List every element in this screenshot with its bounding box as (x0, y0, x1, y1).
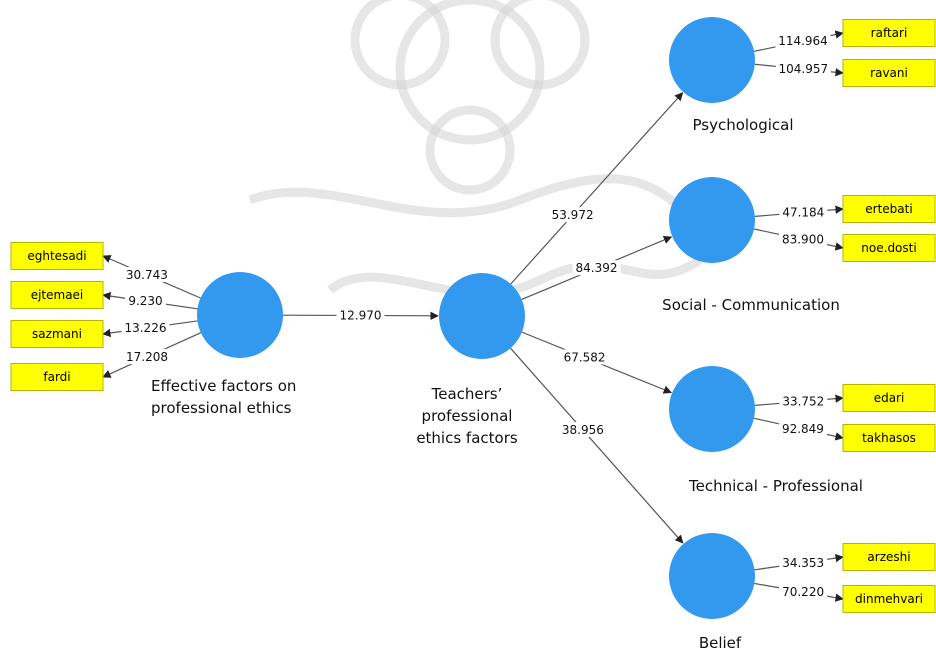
loading-eghtesadi-bg (122, 266, 171, 282)
indicator-noe-dosti-box (842, 234, 936, 262)
path-coefficient-effective-to-teachers-bg (336, 307, 385, 323)
loading-takhasos: 92.849 (782, 422, 824, 436)
loading-dinmehvari-bg (779, 583, 828, 599)
watermark-logo (248, 0, 704, 298)
indicator-layer: eghtesadi ejtemaei sazmani fardi raftari rava… (10, 19, 936, 613)
loading-arzeshi-bg (779, 554, 828, 570)
indicator-arzeshi-box (842, 543, 936, 571)
path-coefficient-teachers-to-belief-bg (558, 422, 607, 438)
indicator-ravani-label: ravani (870, 66, 908, 80)
indicator-ravani-box (842, 59, 936, 87)
path-arrow-teachers-to-psych (510, 92, 684, 285)
construct-belief-circle (669, 533, 755, 619)
construct-effective-circle (197, 272, 283, 358)
construct-teachers-label: ethics factors (416, 429, 518, 447)
loading-sazmani-bg (121, 320, 170, 336)
indicator-fardi-label: fardi (43, 370, 70, 384)
path-coefficient-effective-to-teachers: 12.970 (340, 308, 382, 322)
loading-ejtemaei-bg (125, 293, 167, 309)
indicator-takhasos-box (842, 424, 936, 452)
indicator-eghtesadi-label: eghtesadi (27, 249, 86, 263)
indicator-fardi-box (10, 363, 104, 391)
loading-arzeshi: 34.353 (782, 556, 824, 570)
construct-effective-label: professional ethics (151, 399, 292, 417)
indicator-ertebati-box (842, 195, 936, 223)
path-coefficient-teachers-to-belief: 38.956 (562, 423, 604, 437)
construct-psych-label: Psychological (692, 116, 793, 134)
loading-raftari: 114.964 (778, 34, 828, 48)
construct-belief-label: Belief (699, 634, 742, 652)
indicator-takhasos-label: takhasos (862, 431, 916, 445)
loading-noe-dosti: 83.900 (782, 232, 824, 246)
loading-ertebati-bg (779, 204, 828, 220)
loading-ravani: 104.957 (778, 62, 828, 76)
indicator-raftari-box (842, 19, 936, 47)
indicator-edari-label: edari (874, 391, 905, 405)
construct-effective-label: Effective factors on (151, 377, 296, 395)
path-coefficient-teachers-to-psych-bg (548, 207, 597, 223)
loading-ertebati: 47.184 (782, 205, 824, 219)
indicator-arzeshi-label: arzeshi (867, 550, 910, 564)
indicator-ejtemaei-box (10, 281, 104, 309)
indicator-ertebati-label: ertebati (865, 202, 912, 216)
loading-takhasos-bg (778, 421, 827, 437)
indicator-ejtemaei-label: ejtemaei (31, 288, 84, 302)
loading-ejtemaei: 9.230 (128, 294, 162, 308)
indicator-edari-box (842, 384, 936, 412)
loading-sazmani: 13.226 (124, 321, 166, 335)
construct-teachers-label: Teachers’ (431, 385, 503, 403)
indicator-raftari-label: raftari (871, 26, 908, 40)
path-coefficient-teachers-to-psych: 53.972 (552, 208, 594, 222)
path-coefficient-teachers-to-tech: 67.582 (564, 350, 606, 364)
loading-edari-bg (779, 393, 828, 409)
loading-eghtesadi: 30.743 (126, 268, 168, 282)
loading-fardi-bg (123, 349, 172, 365)
construct-teachers-circle (439, 273, 525, 359)
loading-dinmehvari: 70.220 (782, 585, 824, 599)
path-arrow-teachers-to-belief (510, 347, 684, 544)
loading-noe-dosti-bg (778, 231, 827, 247)
indicator-dinmehvari-label: dinmehvari (855, 592, 923, 606)
path-coefficient-teachers-to-social-bg (572, 260, 621, 276)
loading-ravani-bg (775, 61, 831, 77)
construct-tech-circle (669, 366, 755, 452)
construct-psych-circle (669, 17, 755, 103)
construct-social-label: Social - Communication (662, 296, 840, 314)
construct-social-circle (669, 177, 755, 263)
path-coefficient-teachers-to-social: 84.392 (576, 261, 618, 275)
loading-raftari-bg (775, 33, 831, 49)
path-coefficient-teachers-to-tech-bg (560, 349, 609, 365)
loading-fardi: 17.208 (126, 350, 168, 364)
indicator-eghtesadi-box (10, 242, 104, 270)
indicator-sazmani-box (10, 320, 104, 348)
indicator-sazmani-label: sazmani (32, 327, 82, 341)
indicator-noe-dosti-label: noe.dosti (861, 241, 916, 255)
loading-edari: 33.752 (782, 394, 824, 408)
indicator-dinmehvari-box (842, 585, 936, 613)
construct-tech-label: Technical - Professional (688, 477, 863, 495)
coefficient-layer: 12.970 53.972 84.392 67.582 38.956 30.743 9.23… (121, 33, 831, 599)
construct-teachers-label: professional (422, 407, 513, 425)
